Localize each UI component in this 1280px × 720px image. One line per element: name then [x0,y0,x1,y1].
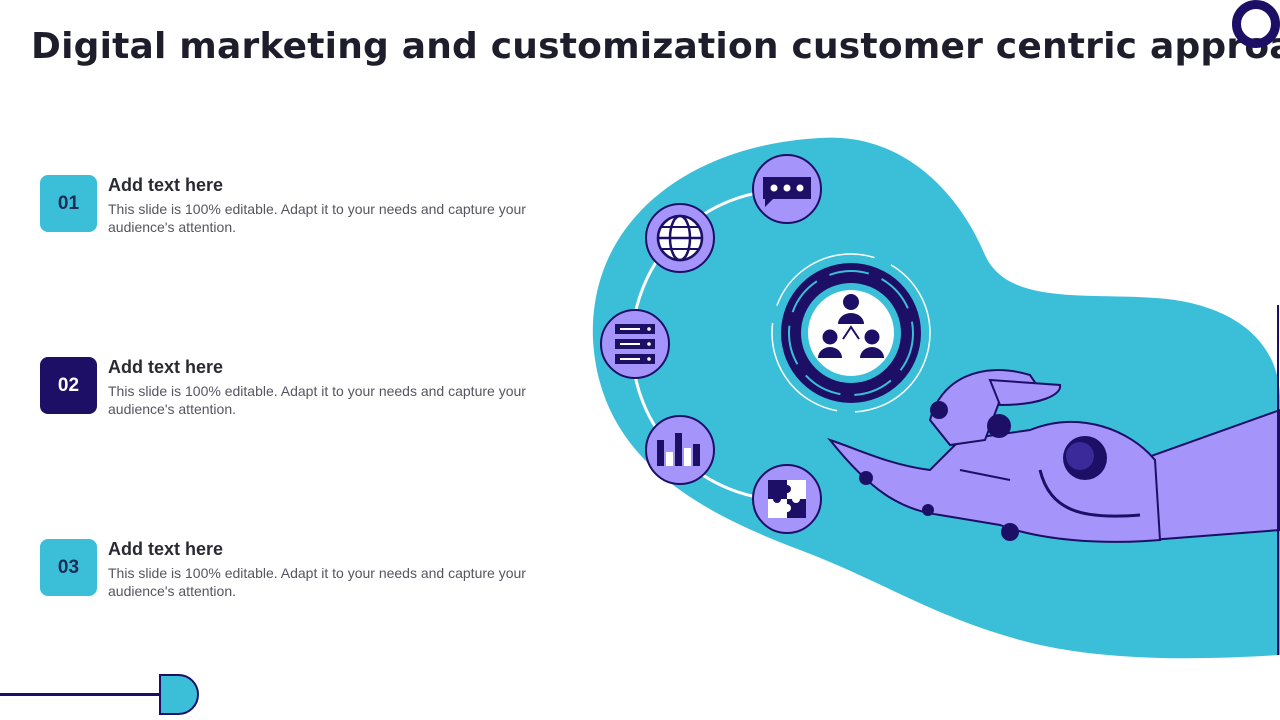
team-network-icon [771,253,931,413]
robot-hand [827,369,1280,543]
globe-icon [645,203,715,273]
number-badge: 01 [40,175,97,232]
item-heading: Add text here [108,539,224,559]
chat-bubble-icon [752,154,822,224]
server-icon [600,309,670,379]
bottom-decor-line [0,693,168,696]
item-description: This slide is 100% editable. Adapt it to… [108,383,526,417]
item-heading: Add text here [108,175,224,195]
number-badge: 02 [40,357,97,414]
list-item-1: 01 Add text here This slide is 100% edit… [40,175,540,245]
bar-chart-icon [645,415,715,485]
number-badge: 03 [40,539,97,596]
item-heading: Add text here [108,357,224,377]
puzzle-icon [752,464,822,534]
item-description: This slide is 100% editable. Adapt it to… [108,565,526,599]
bottom-decor-cap [159,674,199,715]
corner-ring-decoration [1232,0,1280,48]
item-description: This slide is 100% editable. Adapt it to… [108,201,526,235]
list-item-2: 02 Add text here This slide is 100% edit… [40,357,540,427]
slide-title: Digital marketing and customization cust… [31,26,1280,67]
list-item-3: 03 Add text here This slide is 100% edit… [40,539,540,609]
